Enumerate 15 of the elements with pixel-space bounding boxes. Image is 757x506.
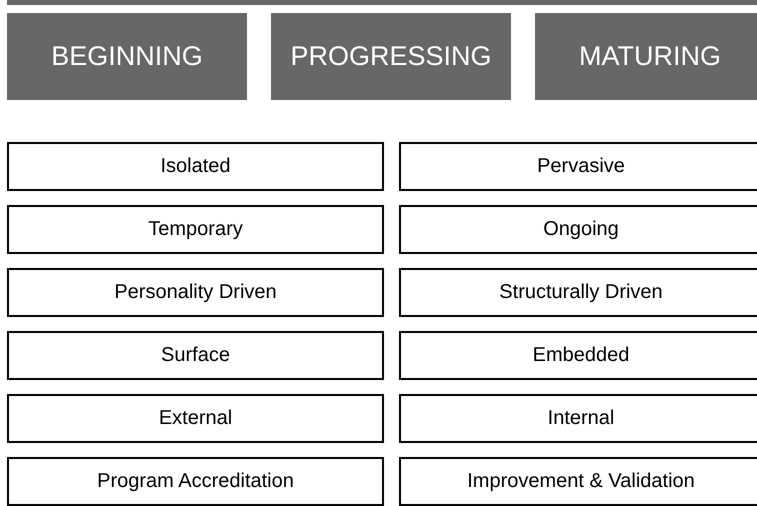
- trait-box: Surface: [7, 331, 384, 380]
- stage-box: MATURING: [535, 13, 757, 100]
- trait-box: Isolated: [7, 142, 384, 191]
- trait-box: Improvement & Validation: [399, 457, 757, 506]
- trait-box: Program Accreditation: [7, 457, 384, 506]
- trait-box: Structurally Driven: [399, 268, 757, 317]
- stage-box: BEGINNING: [7, 13, 247, 100]
- trait-box: Pervasive: [399, 142, 757, 191]
- trait-box: Personality Driven: [7, 268, 384, 317]
- trait-box: External: [7, 394, 384, 443]
- trait-box: Temporary: [7, 205, 384, 254]
- trait-box: Internal: [399, 394, 757, 443]
- stage-box: PROGRESSING: [271, 13, 511, 100]
- trait-box: Embedded: [399, 331, 757, 380]
- trait-box: Ongoing: [399, 205, 757, 254]
